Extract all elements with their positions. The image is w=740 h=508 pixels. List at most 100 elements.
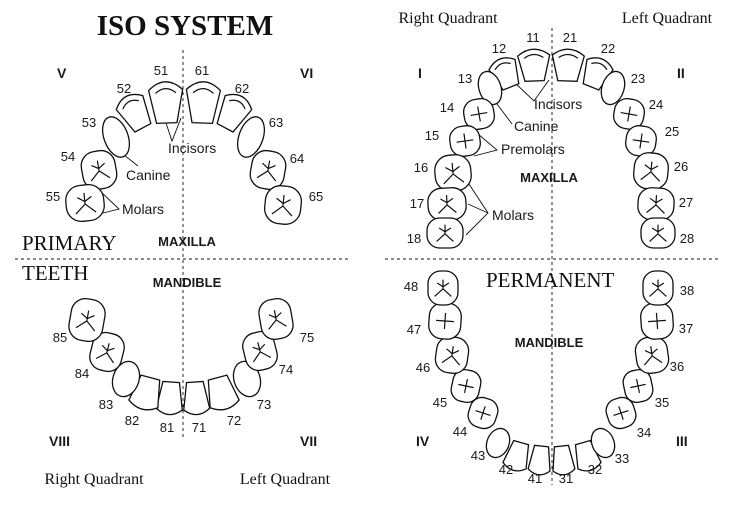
tooth-number-41: 41 [528,471,542,486]
tooth-number-32: 32 [588,462,602,477]
tooth-51 [147,81,184,125]
tooth-65 [263,185,303,225]
tooth-44 [467,396,499,430]
tooth-82 [128,374,161,411]
tooth-number-75: 75 [300,330,314,345]
tooth-55 [65,183,105,223]
tooth-number-33: 33 [615,451,629,466]
tooth-63 [236,116,266,158]
tooth-23 [600,70,626,106]
tooth-number-62: 62 [235,81,249,96]
tooth-number-35: 35 [655,395,669,410]
tooth-number-53: 53 [82,115,96,130]
tooth-33 [590,427,616,459]
tooth-number-55: 55 [46,189,60,204]
leader-molars-permanent [464,177,489,236]
label-molars-primary: Molars [122,201,164,217]
roman-vii: VII [300,433,317,449]
tooth-34 [605,396,637,430]
tooth-number-85: 85 [53,330,67,345]
tooth-18 [426,217,464,249]
tooth-number-54: 54 [61,149,75,164]
leader-incisors-primary [163,116,182,143]
tooth-number-26: 26 [674,159,688,174]
tooth-number-24: 24 [649,97,663,112]
tooth-number-18: 18 [407,231,421,246]
tooth-61 [185,81,222,125]
tooth-number-38: 38 [680,283,694,298]
label-teeth: TEETH [22,261,88,285]
label-molars-permanent: Molars [492,207,534,223]
tooth-14 [462,97,496,131]
tooth-number-84: 84 [75,366,89,381]
tooth-37 [640,302,674,340]
tooth-number-63: 63 [269,115,283,130]
tooth-74 [242,330,278,372]
tooth-13 [477,70,503,106]
tooth-number-45: 45 [433,395,447,410]
tooth-35 [622,368,654,404]
tooth-43 [485,427,511,459]
tooth-number-81: 81 [160,420,174,435]
tooth-number-12: 12 [492,41,506,56]
header-left-quadrant-bottom: Left Quadrant [240,471,331,488]
tooth-27 [637,187,675,221]
tooth-number-23: 23 [631,71,645,86]
leader-canine-permanent [496,103,513,125]
label-premolars-permanent: Premolars [501,141,565,157]
tooth-number-51: 51 [154,63,168,78]
tooth-12 [488,57,520,91]
tooth-72 [207,374,240,411]
leader-incisors-permanent [513,79,550,102]
tooth-number-28: 28 [680,231,694,246]
tooth-47 [428,302,462,340]
label-mandible-permanent: MANDIBLE [515,335,584,350]
tooth-number-36: 36 [670,359,684,374]
tooth-number-72: 72 [227,413,241,428]
tooth-number-22: 22 [601,41,615,56]
tooth-15 [449,125,481,157]
tooth-number-25: 25 [665,124,679,139]
tooth-48 [427,270,459,306]
tooth-number-42: 42 [499,462,513,477]
label-permanent: PERMANENT [486,268,615,292]
tooth-number-71: 71 [192,420,206,435]
tooth-64 [249,149,287,191]
tooth-number-64: 64 [290,151,304,166]
tooth-31 [552,444,576,476]
tooth-42 [502,439,530,472]
tooth-number-43: 43 [471,448,485,463]
tooth-number-31: 31 [559,471,573,486]
tooth-38 [642,270,674,306]
tooth-number-48: 48 [404,279,418,294]
tooth-11 [516,48,551,82]
label-maxilla-permanent: MAXILLA [520,170,578,185]
label-canine-primary: Canine [126,167,171,183]
leader-canine-primary [123,154,139,167]
roman-iv: IV [416,433,430,449]
tooth-84 [89,331,125,373]
tooth-number-37: 37 [679,321,693,336]
tooth-number-65: 65 [309,189,323,204]
tooth-number-82: 82 [125,413,139,428]
label-primary: PRIMARY [22,231,117,255]
tooth-number-44: 44 [453,424,467,439]
header-left-quadrant-top: Left Quadrant [622,10,713,27]
label-maxilla-primary: MAXILLA [158,234,216,249]
tooth-number-16: 16 [414,160,428,175]
tooth-number-34: 34 [637,425,651,440]
tooth-83 [111,360,141,398]
roman-iii: III [676,433,688,449]
roman-viii: VIII [49,433,70,449]
tooth-number-52: 52 [117,81,131,96]
tooth-75 [258,298,294,340]
roman-i: I [418,65,422,81]
tooth-number-73: 73 [257,397,271,412]
tooth-number-27: 27 [679,195,693,210]
tooth-17 [427,187,467,221]
tooth-52 [115,93,152,133]
tooth-24 [612,97,646,131]
tooth-number-14: 14 [440,100,454,115]
label-canine-permanent: Canine [514,118,559,134]
